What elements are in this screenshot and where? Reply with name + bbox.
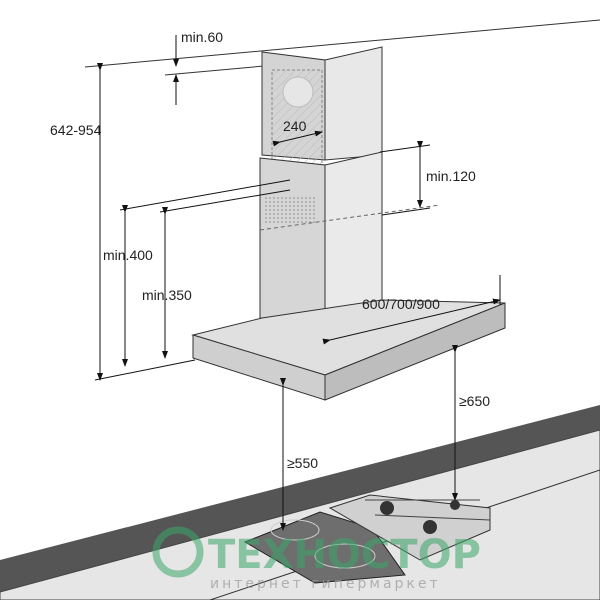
hood-canopy xyxy=(191,299,506,401)
dim-hood-width: 600/700/900 xyxy=(362,296,440,312)
dim-gas-clearance: ≥650 xyxy=(459,393,490,409)
dim-electric-clearance: ≥550 xyxy=(287,455,318,471)
watermark-brand: ТЕХНОСТОР xyxy=(208,532,481,578)
dim-chimney-width: 240 xyxy=(283,118,307,134)
watermark-tagline: интернет гипермаркет xyxy=(210,576,441,592)
watermark: ТЕХНОСТОР интернет гипермаркет xyxy=(152,526,481,592)
dimension-lines xyxy=(94,35,501,531)
dim-min-350: min.350 xyxy=(142,287,192,303)
dim-min-60: min.60 xyxy=(181,29,223,45)
dim-min-400: min.400 xyxy=(103,247,153,263)
lower-chimney xyxy=(259,151,441,329)
watermark-logo-icon xyxy=(152,526,204,578)
dim-total-height: 642-954 xyxy=(50,122,102,138)
dim-min-120: min.120 xyxy=(426,168,476,184)
